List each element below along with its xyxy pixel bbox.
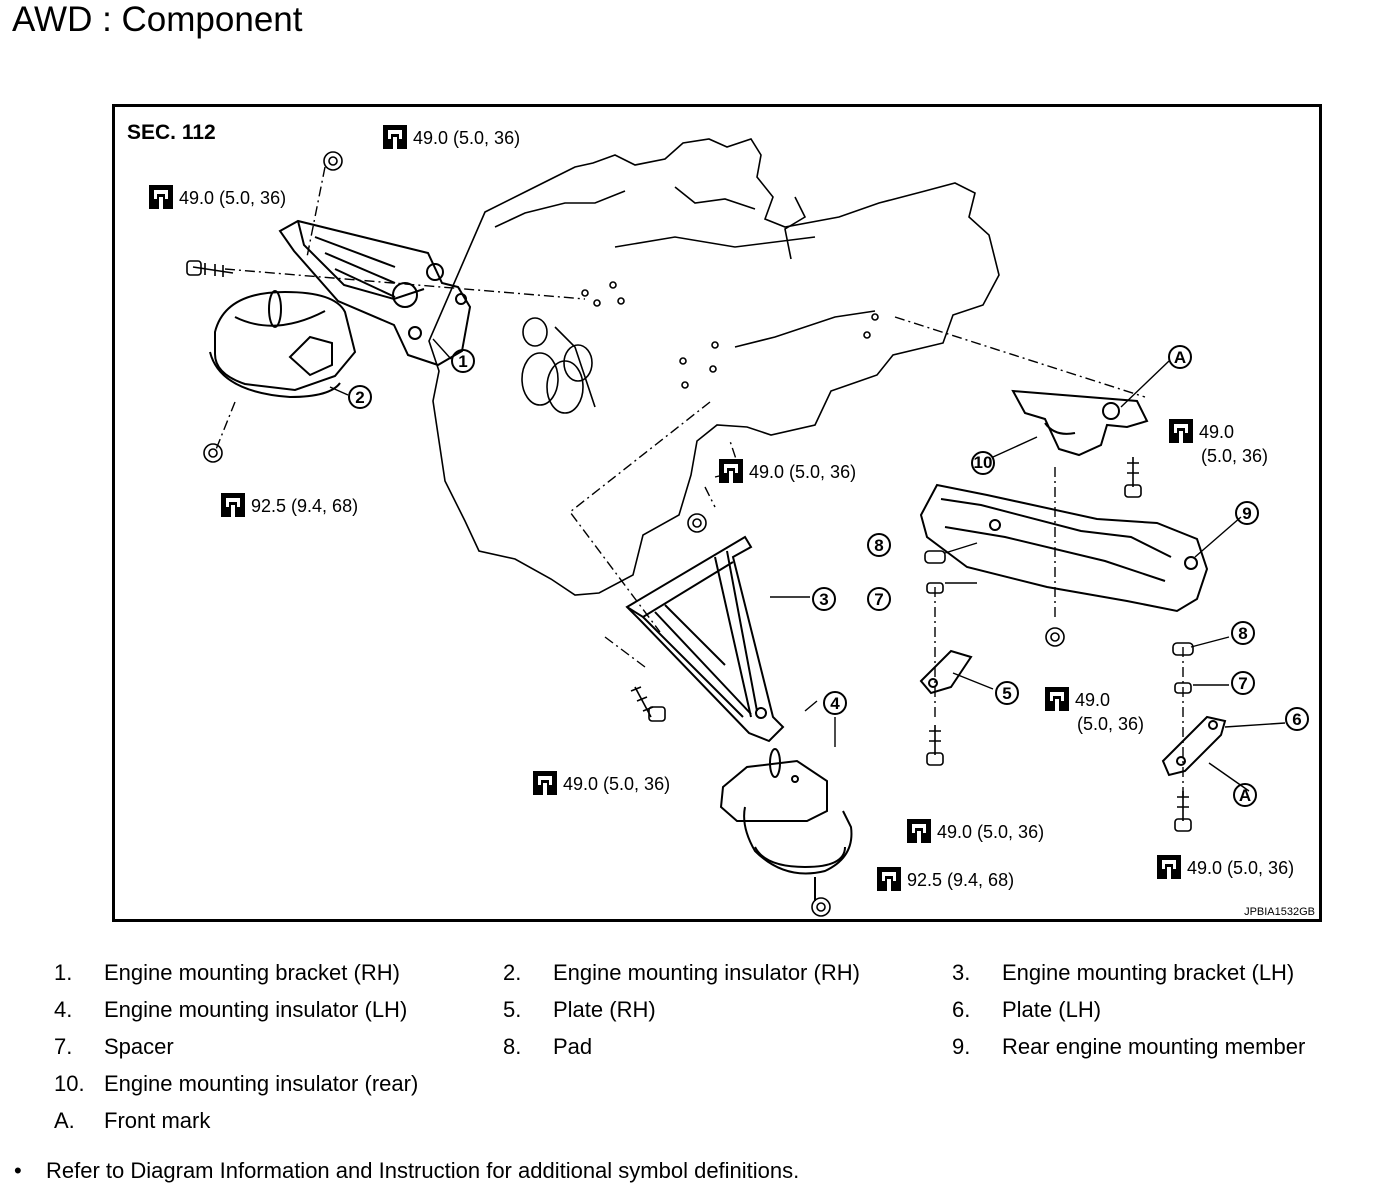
torque-3-text: 92.5 (9.4, 68) bbox=[251, 496, 358, 516]
torque-labels: 49.0 (5.0, 36) 49.0 (5.0, 36) 92.5 (9.4,… bbox=[148, 124, 1294, 892]
torque-8-text: 49.0 (5.0, 36) bbox=[1187, 858, 1294, 878]
svg-text:1: 1 bbox=[458, 352, 467, 371]
torque-2: 49.0 (5.0, 36) bbox=[148, 184, 286, 210]
svg-text:8: 8 bbox=[1238, 624, 1247, 643]
plate-lh bbox=[1161, 715, 1227, 777]
torque-2-text: 49.0 (5.0, 36) bbox=[179, 188, 286, 208]
fasteners bbox=[186, 151, 1194, 917]
callout-8-right: 8 bbox=[1231, 621, 1255, 645]
torque-5: 49.0 (5.0, 36) bbox=[532, 770, 670, 796]
footnote-text: Refer to Diagram Information and Instruc… bbox=[46, 1158, 800, 1183]
bullet-icon: • bbox=[14, 1158, 22, 1183]
svg-text:7: 7 bbox=[1238, 674, 1247, 693]
torque-8: 49.0 (5.0, 36) bbox=[1156, 854, 1294, 880]
callout-a-bottom: A bbox=[1233, 783, 1257, 807]
callout-1: 1 bbox=[451, 349, 475, 373]
callout-3: 3 bbox=[812, 587, 836, 611]
parts-legend: 1.Engine mounting bracket (RH) 2.Engine … bbox=[54, 960, 1306, 1133]
svg-text:10: 10 bbox=[974, 453, 993, 472]
torque-1: 49.0 (5.0, 36) bbox=[382, 124, 520, 150]
svg-text:3: 3 bbox=[819, 590, 828, 609]
svg-text:7: 7 bbox=[874, 590, 883, 609]
svg-text:A: A bbox=[1239, 786, 1251, 805]
svg-text:5: 5 bbox=[1002, 684, 1011, 703]
engine-mounting-insulator-lh bbox=[719, 748, 853, 901]
svg-text:2: 2 bbox=[355, 388, 364, 407]
torque-7: 49.0 (5.0, 36) bbox=[906, 818, 1044, 844]
torque-1-text: 49.0 (5.0, 36) bbox=[413, 128, 520, 148]
torque-10: 49.0 (5.0, 36) bbox=[1044, 686, 1144, 734]
engine-mounting-insulator-rear bbox=[1011, 389, 1149, 457]
plate-rh bbox=[919, 649, 973, 695]
svg-text:8: 8 bbox=[874, 536, 883, 555]
callout-5: 5 bbox=[995, 681, 1019, 705]
svg-text:4: 4 bbox=[830, 694, 840, 713]
diagram-drawing: SEC. 112 bbox=[127, 121, 1315, 918]
torque-6-text: 92.5 (9.4, 68) bbox=[907, 870, 1014, 890]
figure-code: JPBIA1532GB bbox=[1244, 906, 1315, 918]
torque-9-text-a: 49.0 bbox=[1199, 422, 1234, 442]
page-title: AWD : Component bbox=[12, 0, 303, 39]
svg-text:6: 6 bbox=[1292, 710, 1301, 729]
callout-7-left: 7 bbox=[867, 587, 891, 611]
torque-9: 49.0 (5.0, 36) bbox=[1168, 418, 1268, 466]
callout-a-top: A bbox=[1168, 345, 1192, 369]
torque-9-text-b: (5.0, 36) bbox=[1201, 446, 1268, 466]
callout-2: 2 bbox=[348, 385, 372, 409]
callout-leaders bbox=[329, 338, 1286, 792]
torque-10-text-a: 49.0 bbox=[1075, 690, 1110, 710]
torque-6: 92.5 (9.4, 68) bbox=[876, 866, 1014, 892]
torque-4: 49.0 (5.0, 36) bbox=[718, 458, 856, 484]
callout-4: 4 bbox=[823, 691, 847, 715]
engine-outline bbox=[428, 138, 1000, 596]
callout-7-right: 7 bbox=[1231, 671, 1255, 695]
torque-3: 92.5 (9.4, 68) bbox=[220, 492, 358, 518]
footnote: • Refer to Diagram Information and Instru… bbox=[14, 1158, 799, 1184]
torque-7-text: 49.0 (5.0, 36) bbox=[937, 822, 1044, 842]
dashed-leaders bbox=[214, 166, 1184, 797]
engine-mounting-insulator-rh bbox=[209, 290, 357, 399]
callout-8-left: 8 bbox=[867, 533, 891, 557]
component-diagram: SEC. 112 bbox=[112, 104, 1322, 922]
torque-5-text: 49.0 (5.0, 36) bbox=[563, 774, 670, 794]
engine-mounting-bracket-lh bbox=[625, 535, 785, 743]
section-label: SEC. 112 bbox=[127, 121, 216, 144]
svg-text:A: A bbox=[1174, 348, 1186, 367]
torque-4-text: 49.0 (5.0, 36) bbox=[749, 462, 856, 482]
callout-6: 6 bbox=[1285, 707, 1309, 731]
callouts: 1 2 3 4 5 6 7 8 9 10 A A 7 8 bbox=[348, 345, 1309, 807]
svg-text:9: 9 bbox=[1242, 504, 1251, 523]
rear-engine-mounting-member bbox=[919, 483, 1209, 613]
callout-9: 9 bbox=[1235, 501, 1259, 525]
torque-10-text-b: (5.0, 36) bbox=[1077, 714, 1144, 734]
callout-10: 10 bbox=[971, 451, 995, 475]
